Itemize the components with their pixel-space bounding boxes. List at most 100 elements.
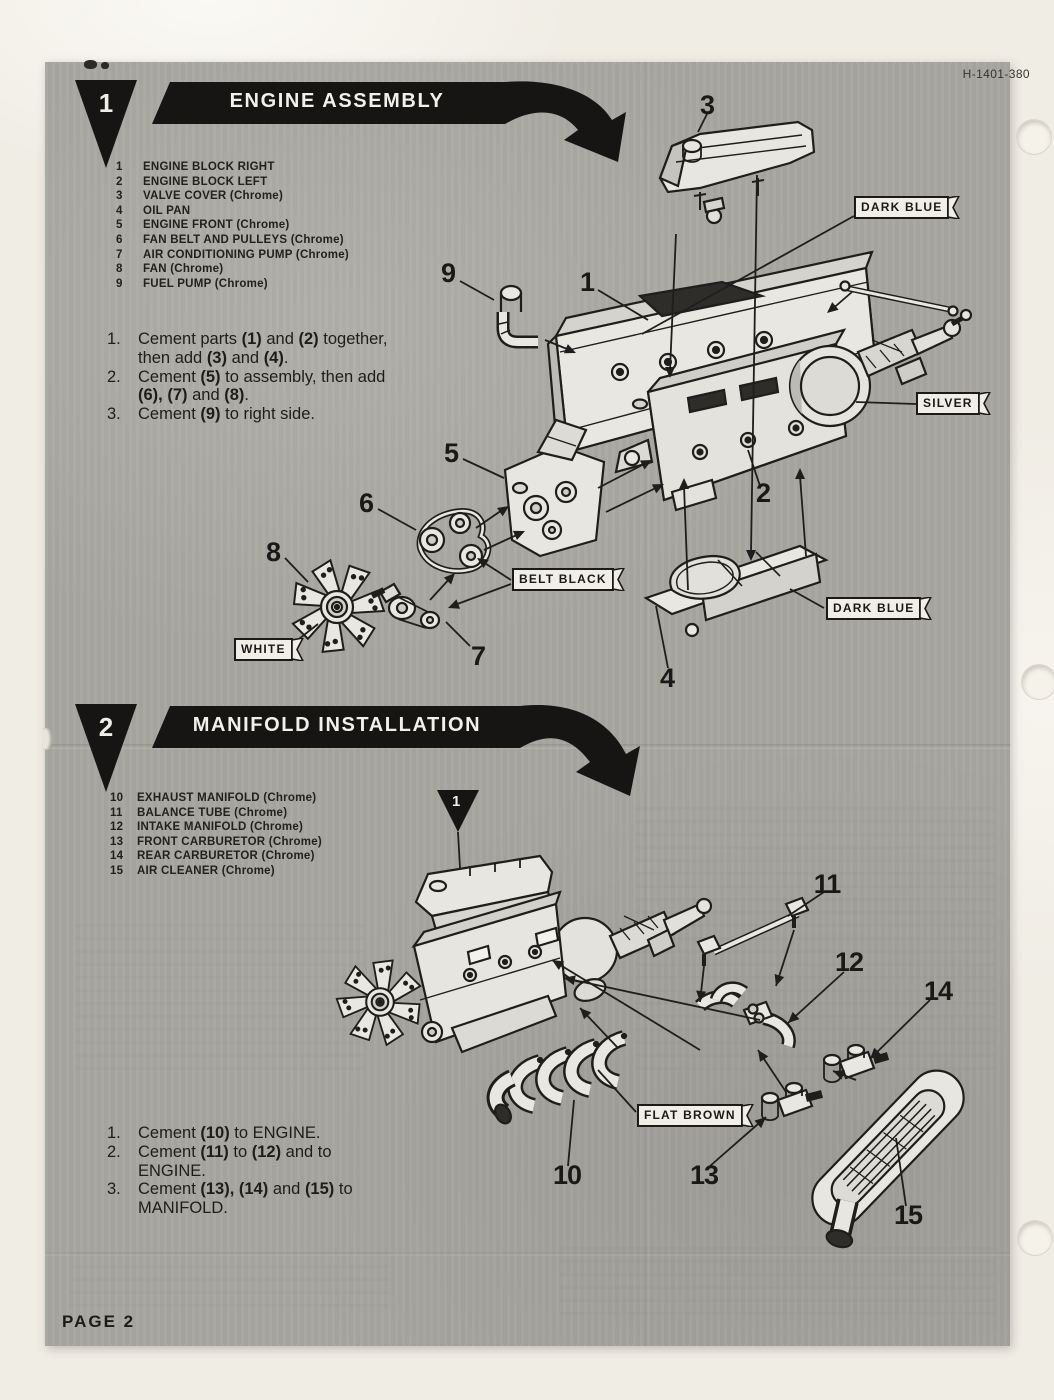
color-flag-silver: SILVER (916, 392, 991, 415)
part-number: 5 (116, 219, 123, 232)
color-flag-label: FLAT BROWN (637, 1104, 743, 1127)
step-text: Cement (9) to right side. (138, 405, 315, 424)
part-name: EXHAUST MANIFOLD (Chrome) (137, 792, 317, 804)
part-number: 2 (116, 175, 123, 188)
part-name: VALVE COVER (Chrome) (143, 190, 284, 203)
punch-hole (1017, 1220, 1053, 1256)
part-number: 8 (116, 263, 123, 276)
parts-list-item: 8 FAN (Chrome) (110, 262, 349, 277)
parts-list-item: 14 REAR CARBURETOR (Chrome) (110, 849, 322, 864)
part-name: FAN BELT AND PULLEYS (Chrome) (143, 233, 344, 246)
callout-number-11: 11 (813, 869, 842, 899)
parts-list-item: 15 AIR CLEANER (Chrome) (110, 864, 322, 879)
callout-number-8: 8 (265, 537, 281, 567)
ink-bleedthrough (75, 920, 365, 1070)
step-text: Cement parts (1) and (2) together, then … (138, 330, 388, 367)
step-number: 3. (107, 1180, 121, 1199)
part-name: FUEL PUMP (Chrome) (143, 277, 268, 290)
punch-hole (1016, 119, 1052, 155)
part-name: ENGINE BLOCK LEFT (143, 175, 268, 188)
callout-number-10: 10 (552, 1160, 582, 1190)
callout-number-13: 13 (689, 1160, 719, 1190)
part-number: 6 (116, 233, 123, 246)
page-tear (43, 728, 52, 750)
part-name: INTAKE MANIFOLD (Chrome) (137, 821, 304, 834)
punch-hole (1021, 664, 1054, 700)
fold-crease (45, 1252, 1010, 1256)
color-flag-label: SILVER (916, 392, 980, 415)
step-text: Cement (5) to assembly, then add (6), (7… (138, 367, 386, 405)
flag-tail-icon (612, 568, 625, 591)
parts-list-item: 12 INTAKE MANIFOLD (Chrome) (110, 820, 322, 835)
callout-number-4: 4 (659, 663, 675, 693)
ink-bleedthrough (70, 1242, 390, 1307)
color-flag-dark-blue-bottom: DARK BLUE (826, 597, 933, 620)
part-number: 10 (110, 792, 124, 804)
fold-crease (645, 62, 649, 1346)
color-flag-white: WHITE (234, 638, 304, 661)
step-number: 3. (107, 405, 121, 424)
section1-step-number: 1 (98, 88, 114, 118)
part-number: 14 (110, 850, 124, 863)
callout-number-15: 15 (893, 1200, 923, 1230)
callout-number-6: 6 (358, 488, 374, 518)
part-number: 12 (110, 821, 124, 834)
part-number: 4 (116, 204, 123, 217)
flag-tail-icon (948, 196, 961, 219)
instruction-step: 1. Cement parts (1) and (2) together, the… (107, 330, 399, 368)
diagram-callout-1: 1 (452, 793, 461, 810)
instruction-step: 1.Cement (10) to ENGINE. (107, 1124, 399, 1143)
flag-tail-icon (741, 1104, 754, 1127)
callout-number-2: 2 (755, 478, 771, 508)
part-number: 13 (110, 835, 124, 848)
section2-title: MANIFOLD INSTALLATION (192, 714, 482, 736)
color-flag-label: BELT BLACK (512, 568, 614, 591)
part-name: REAR CARBURETOR (Chrome) (137, 850, 315, 863)
part-name: BALANCE TUBE (Chrome) (137, 806, 288, 819)
callout-number-1: 1 (579, 267, 595, 297)
instruction-step: 3. Cement (9) to right side. (107, 405, 399, 424)
color-flag-label: DARK BLUE (854, 196, 950, 219)
section1-instructions: 1. Cement parts (1) and (2) together, the… (107, 330, 399, 424)
callout-number-5: 5 (443, 438, 459, 468)
callout-number-3: 3 (699, 90, 715, 120)
part-name: AIR CONDITIONING PUMP (Chrome) (143, 248, 349, 261)
callout-number-12: 12 (834, 947, 864, 977)
flag-tail-icon (920, 597, 933, 620)
step-number: 1. (107, 330, 121, 348)
fold-crease (45, 744, 1010, 749)
callout-number-7: 7 (470, 641, 486, 671)
callout-number-9: 9 (440, 258, 456, 288)
section2-instructions: 1.Cement (10) to ENGINE.2. Cement (11) to… (107, 1124, 399, 1218)
parts-list-item: 2 ENGINE BLOCK LEFT (110, 175, 349, 190)
parts-list-item: 10 EXHAUST MANIFOLD (Chrome) (110, 791, 322, 806)
step-number: 1. (107, 1124, 121, 1142)
callout-number-14: 14 (923, 976, 953, 1006)
instruction-step: 2.Cement (5) to assembly, then add (6), … (107, 368, 399, 406)
color-flag-label: DARK BLUE (826, 597, 922, 620)
color-flag-dark-blue-top: DARK BLUE (854, 196, 961, 219)
page-number-label: PAGE 2 (62, 1312, 136, 1331)
step-text: Cement (11) to (12) and to ENGINE. (138, 1142, 332, 1180)
part-name: ENGINE FRONT (Chrome) (143, 219, 290, 232)
parts-list-item: 5 ENGINE FRONT (Chrome) (110, 218, 349, 233)
part-name: AIR CLEANER (Chrome) (137, 864, 275, 877)
section1-title: ENGINE ASSEMBLY (229, 90, 445, 112)
flag-tail-icon (978, 392, 991, 415)
instruction-step: 3.Cement (13), (14) and (15) to MANIFOLD… (107, 1180, 399, 1218)
part-name: FAN (Chrome) (143, 263, 224, 276)
part-number: 15 (110, 864, 124, 877)
part-number: 3 (116, 190, 123, 203)
parts-list-item: 6 FAN BELT AND PULLEYS (Chrome) (110, 233, 349, 248)
ink-speck (84, 60, 97, 69)
step-number: 2. (107, 1142, 121, 1161)
instruction-step: 2. Cement (11) to (12) and to ENGINE. (107, 1143, 399, 1181)
